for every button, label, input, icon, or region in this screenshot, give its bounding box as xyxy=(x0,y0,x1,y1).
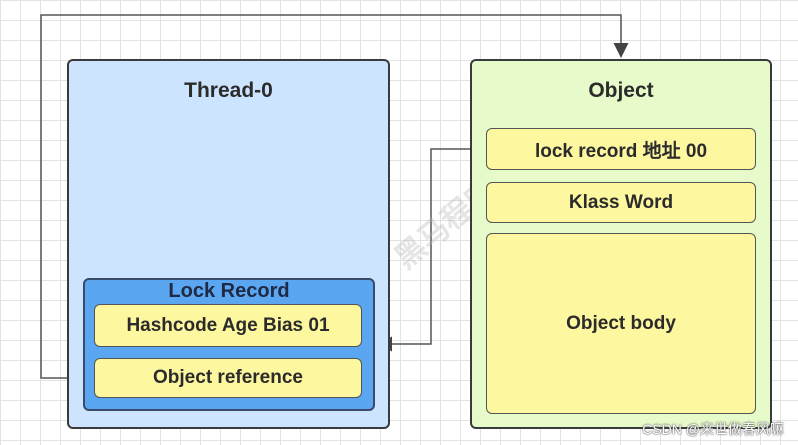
object-title: Object xyxy=(588,79,654,102)
mark-word-field: lock record 地址 00 xyxy=(486,128,756,170)
object-reference-field: Object reference xyxy=(94,358,362,398)
csdn-credit: CSDN @来世做春风嘛 xyxy=(642,421,784,437)
klass-word-field: Klass Word xyxy=(486,182,756,223)
lock-record-title: Lock Record xyxy=(168,280,290,302)
object-body-field: Object body xyxy=(486,233,756,414)
thread-title: Thread-0 xyxy=(184,79,273,102)
object-reference-arrow xyxy=(40,14,629,379)
hashcode-age-bias-field: Hashcode Age Bias 01 xyxy=(94,304,362,347)
mark-word-pointer-arrow xyxy=(377,148,486,352)
